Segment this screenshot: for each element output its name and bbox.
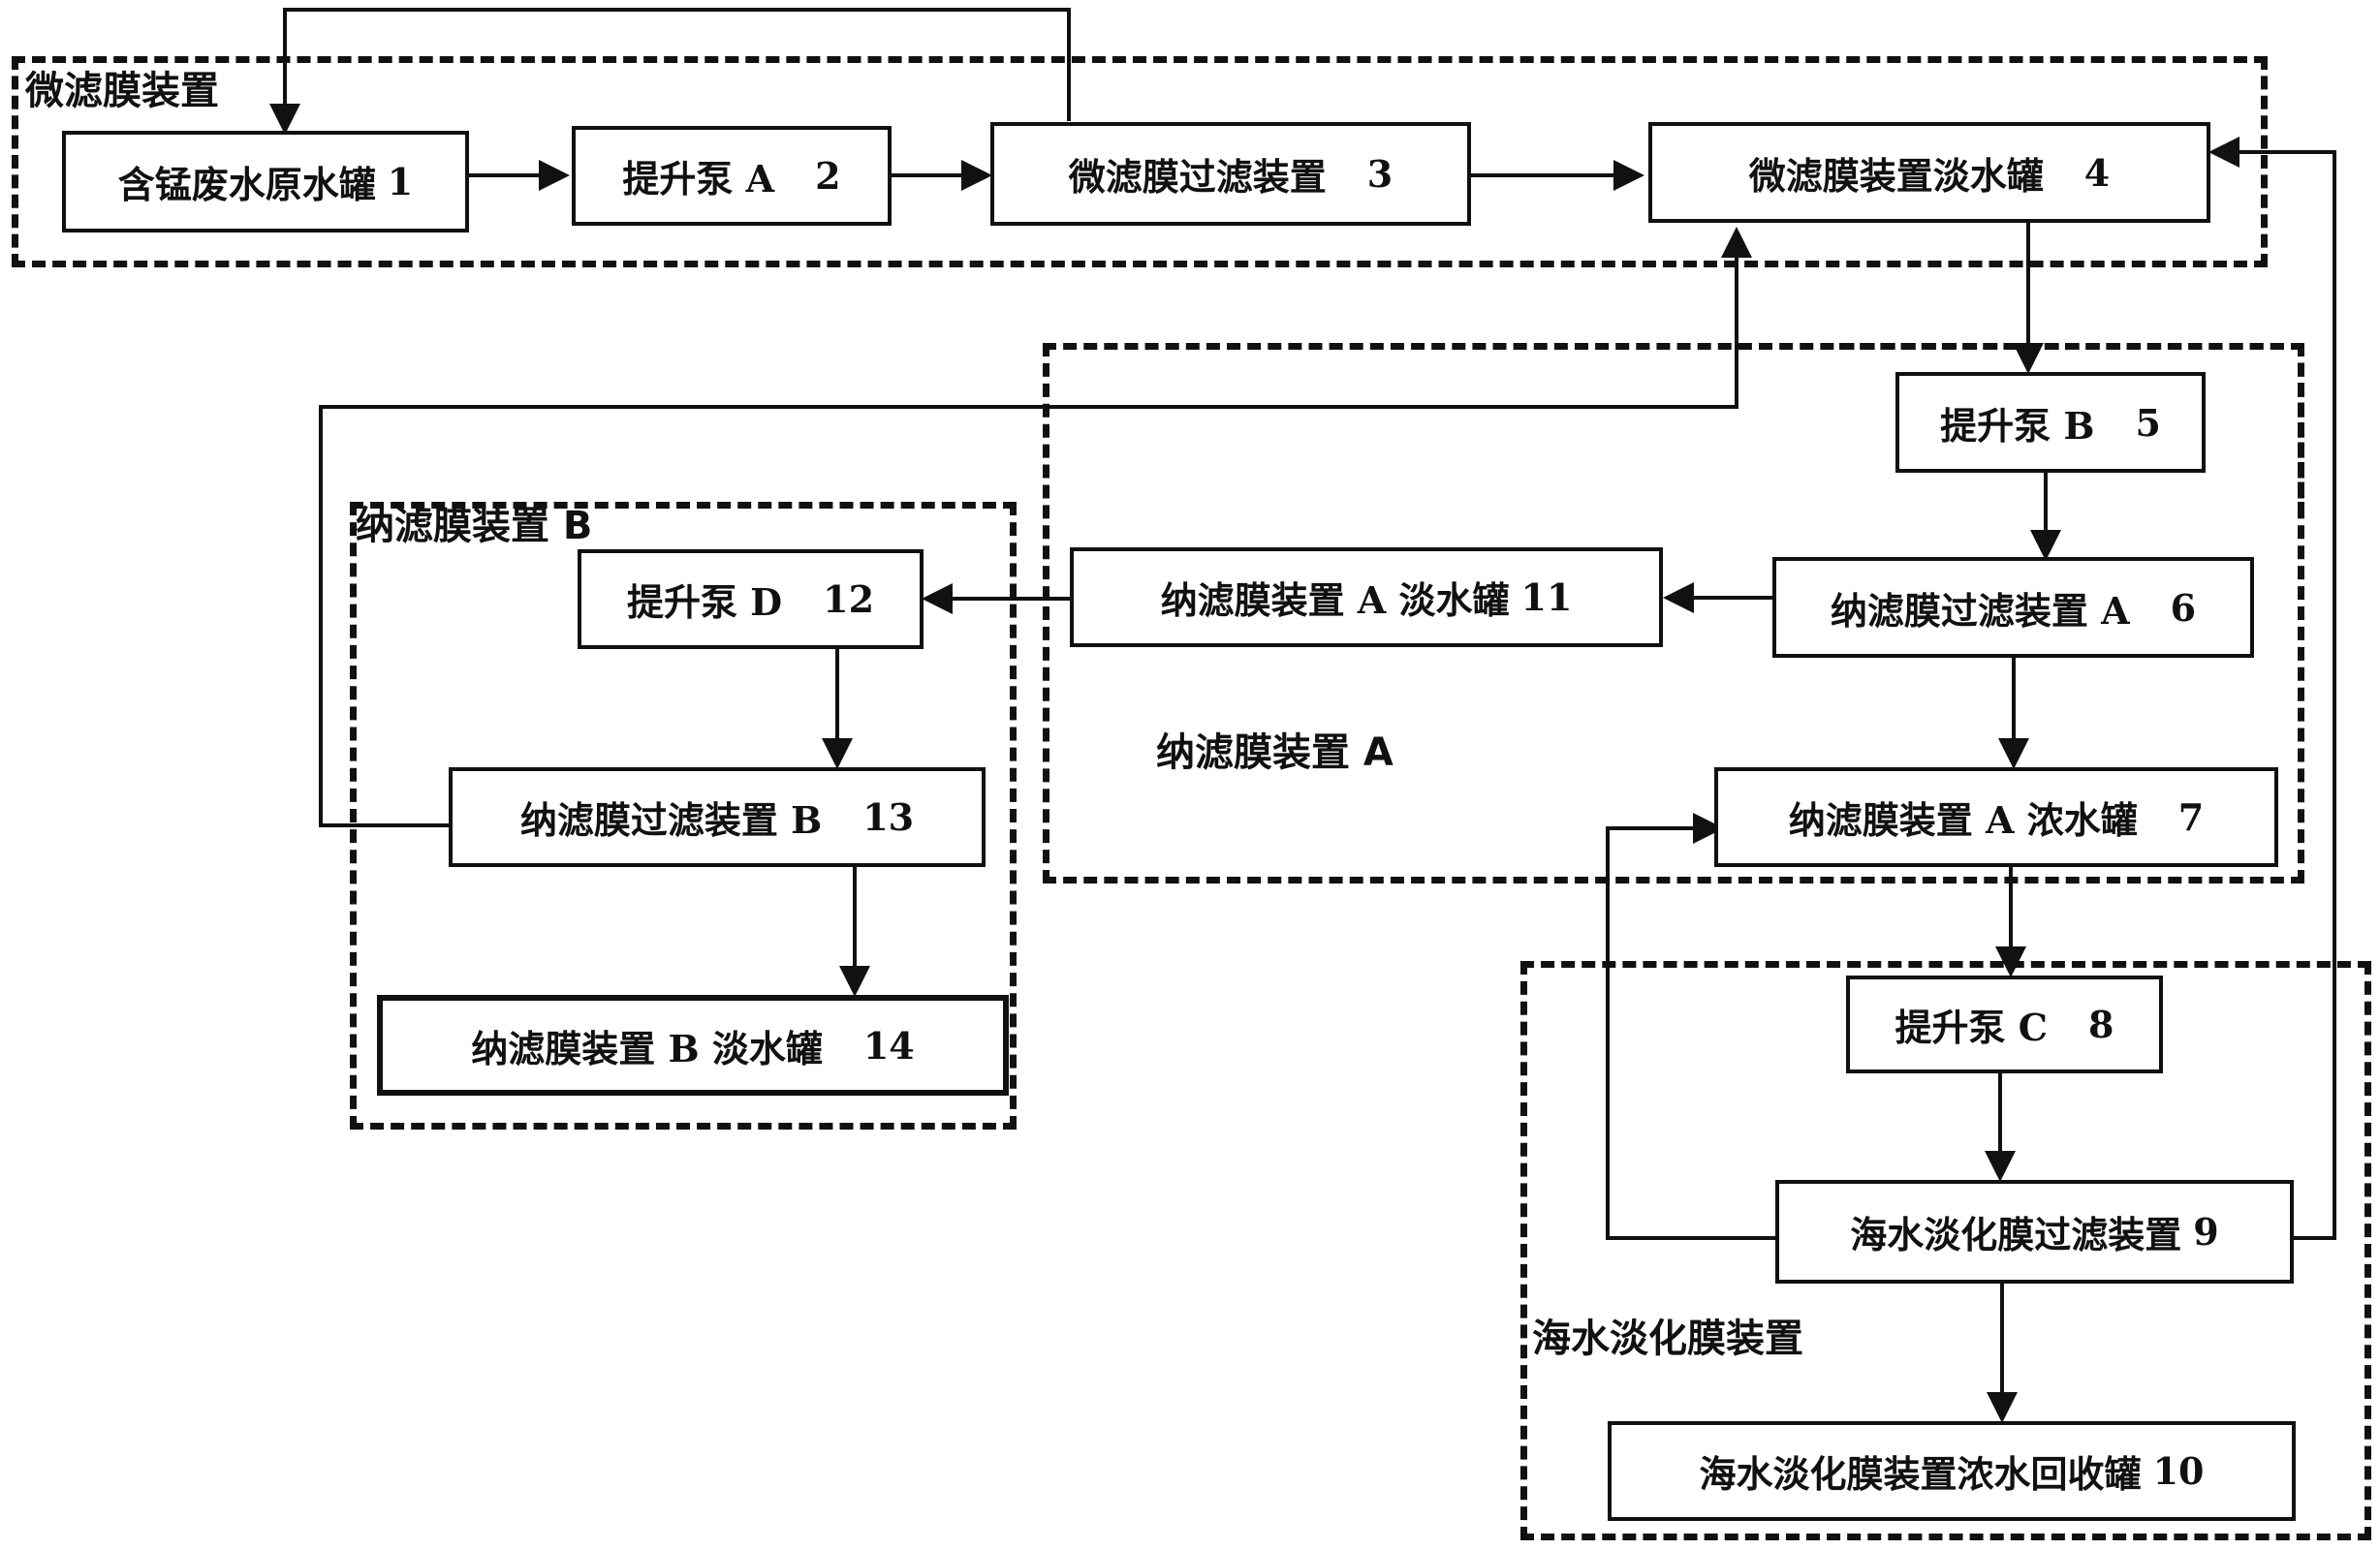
node-number: 10 bbox=[2152, 1449, 2205, 1493]
node-number: 8 bbox=[2088, 1003, 2114, 1046]
node-label: 纳滤膜过滤装置 B bbox=[519, 798, 823, 842]
node-label: 纳滤膜装置 A 淡水罐 bbox=[1160, 578, 1510, 622]
node-desalination-membrane-unit: 海水淡化膜过滤装置 9 bbox=[1775, 1180, 2294, 1284]
node-number: 12 bbox=[823, 577, 875, 621]
group-label-microfiltration: 微滤膜装置 bbox=[25, 69, 219, 113]
node-nanofiltration-b-fresh-tank: 纳滤膜装置 B 淡水罐 14 bbox=[377, 995, 1009, 1096]
node-label: 提升泵 A bbox=[622, 157, 775, 201]
node-number: 1 bbox=[387, 160, 414, 203]
node-number: 2 bbox=[815, 154, 841, 198]
node-label: 纳滤膜过滤装置 A bbox=[1830, 588, 2130, 633]
node-desalination-concentrate-recovery-tank: 海水淡化膜装置浓水回收罐 10 bbox=[1608, 1421, 2296, 1521]
node-nanofiltration-unit-b: 纳滤膜过滤装置 B 13 bbox=[449, 767, 986, 867]
node-number: 6 bbox=[2170, 585, 2197, 630]
node-label: 海水淡化膜装置浓水回收罐 bbox=[1699, 1452, 2142, 1496]
node-number: 13 bbox=[862, 795, 915, 839]
group-label-nanofiltration-b: 纳滤膜装置 B bbox=[356, 504, 593, 548]
group-label-desalination: 海水淡化膜装置 bbox=[1532, 1317, 1803, 1361]
node-nanofiltration-a-concentrate-tank: 纳滤膜装置 A 浓水罐 7 bbox=[1714, 767, 2278, 867]
node-label: 提升泵 B bbox=[1940, 403, 2095, 448]
node-number: 14 bbox=[862, 1023, 915, 1068]
group-box-nanofiltration-b bbox=[350, 502, 1017, 1130]
node-microfiltration-fresh-tank: 微滤膜装置淡水罐 4 bbox=[1648, 122, 2210, 223]
group-box-nanofiltration-a-upper bbox=[1839, 343, 2304, 515]
edge-n9-n4-recycle bbox=[2208, 137, 2336, 1240]
edge-n9-n7-recycle bbox=[1606, 813, 1775, 1240]
node-label: 纳滤膜装置 B 淡水罐 bbox=[471, 1026, 823, 1070]
group-box-desalination bbox=[1520, 961, 2371, 1540]
node-label: 海水淡化膜过滤装置 bbox=[1850, 1213, 2182, 1256]
node-number: 9 bbox=[2193, 1210, 2219, 1254]
group-label-nanofiltration-a: 纳滤膜装置 A bbox=[1156, 730, 1394, 775]
group-box-nanofiltration-a bbox=[1043, 343, 2304, 884]
node-label: 纳滤膜装置 A 浓水罐 bbox=[1788, 798, 2138, 842]
node-number: 11 bbox=[1520, 575, 1573, 619]
node-label: 微滤膜装置淡水罐 bbox=[1748, 153, 2044, 198]
node-microfiltration-unit: 微滤膜过滤装置 3 bbox=[990, 122, 1471, 226]
node-nanofiltration-a-fresh-tank: 纳滤膜装置 A 淡水罐 11 bbox=[1070, 547, 1663, 647]
node-nanofiltration-unit-a: 纳滤膜过滤装置 A 6 bbox=[1772, 557, 2254, 658]
node-label: 含锰废水原水罐 bbox=[117, 163, 376, 206]
node-label: 提升泵 D bbox=[626, 580, 783, 624]
node-lift-pump-d: 提升泵 D 12 bbox=[578, 549, 924, 649]
node-label: 提升泵 C bbox=[1895, 1006, 2049, 1049]
node-lift-pump-b: 提升泵 B 5 bbox=[1895, 372, 2206, 473]
node-label: 微滤膜过滤装置 bbox=[1068, 155, 1327, 199]
node-number: 3 bbox=[1366, 152, 1394, 196]
edge-n3-n1-recycle bbox=[269, 8, 1071, 135]
node-raw-water-tank: 含锰废水原水罐 1 bbox=[62, 131, 469, 232]
node-lift-pump-a: 提升泵 A 2 bbox=[572, 126, 892, 226]
node-number: 7 bbox=[2177, 795, 2205, 839]
node-lift-pump-c: 提升泵 C 8 bbox=[1846, 976, 2163, 1073]
group-box-microfiltration bbox=[12, 56, 2268, 267]
node-number: 4 bbox=[2083, 150, 2111, 195]
node-number: 5 bbox=[2135, 400, 2161, 445]
